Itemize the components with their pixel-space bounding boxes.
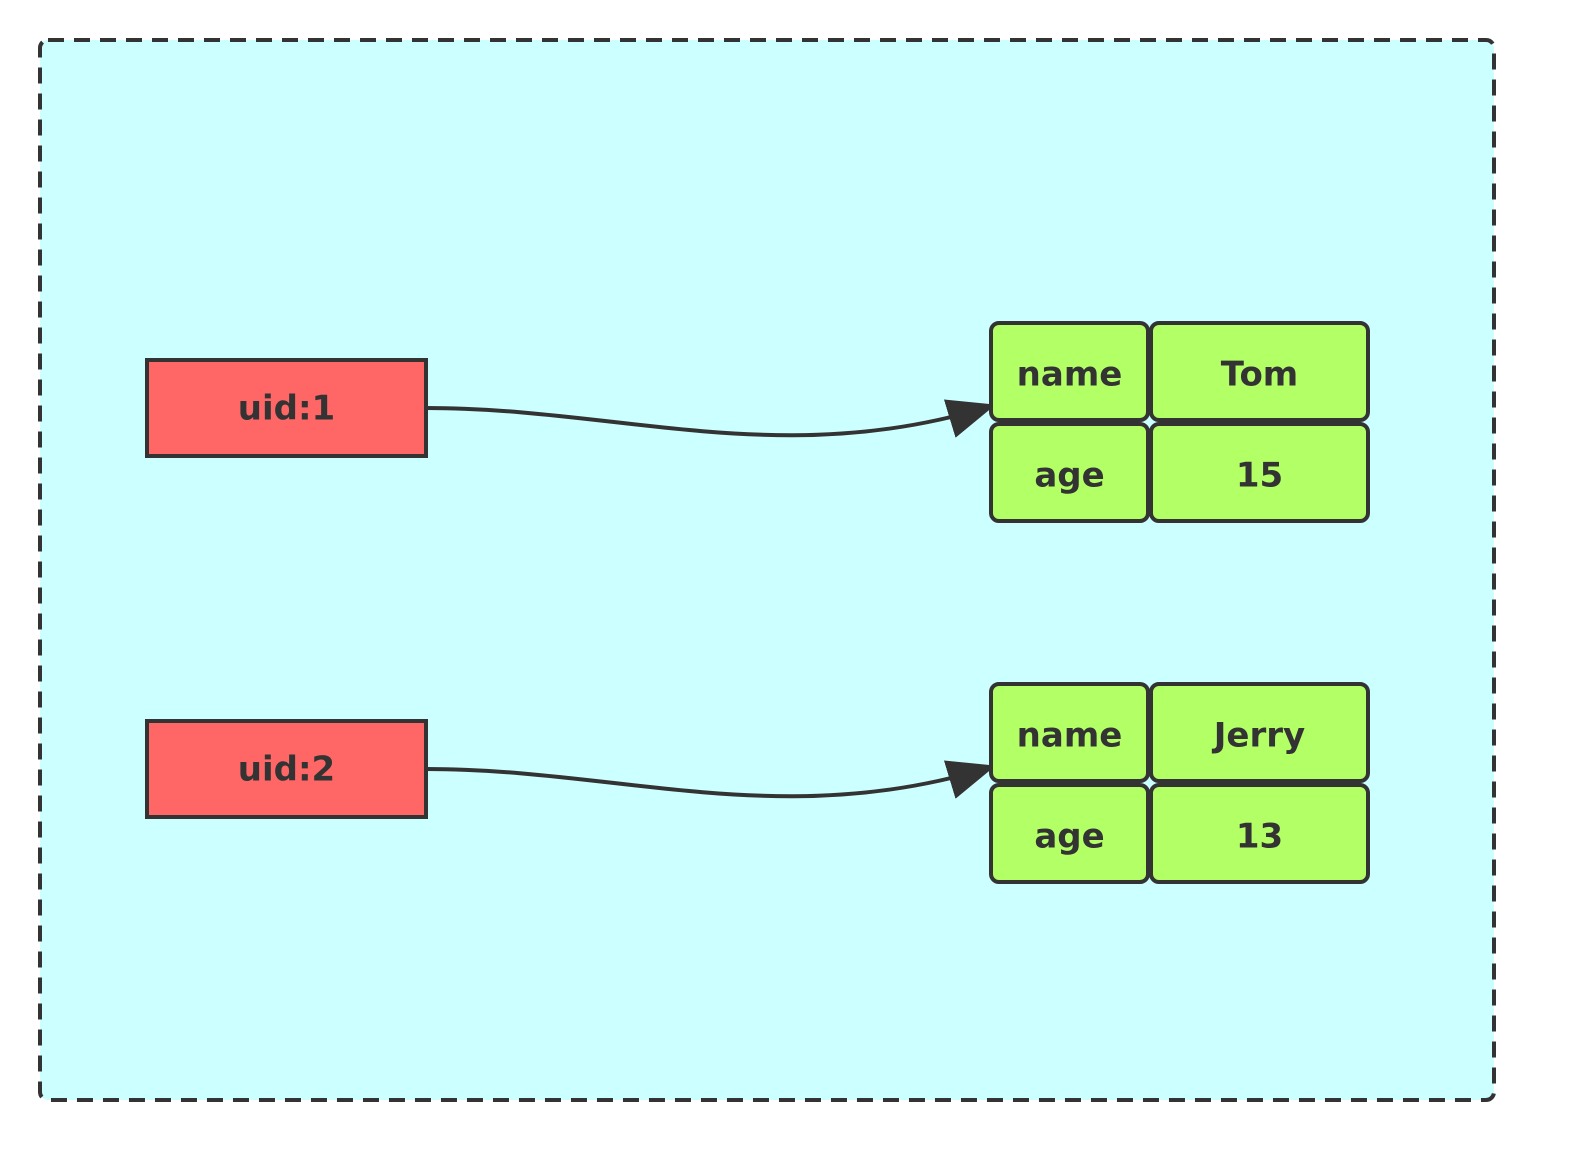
value-label: 13 [1236,817,1283,857]
entry-1: uid:1 name Tom age 15 [145,321,1370,523]
value-label: Jerry [1212,716,1305,756]
field-table: name Tom age 15 [989,321,1370,523]
field-cell [989,783,1150,884]
field-table: name Jerry age 13 [989,682,1370,884]
field-label: age [1034,817,1104,857]
value-label: 15 [1236,456,1283,496]
field-cell [989,682,1150,783]
value-cell [1149,422,1370,523]
field-cell [989,321,1150,422]
arrow-connector [425,760,996,799]
value-label: Tom [1221,355,1298,395]
key-label: uid:1 [238,389,335,429]
container-box [38,38,1496,1102]
value-cell [1149,682,1370,783]
key-box [145,719,428,819]
field-label: age [1034,456,1104,496]
value-cell [1149,783,1370,884]
field-cell [989,422,1150,523]
key-box [145,358,428,458]
field-label: name [1017,355,1123,395]
key-label: uid:2 [238,750,335,790]
arrow-connector [425,399,996,438]
value-cell [1149,321,1370,422]
field-label: name [1017,716,1123,756]
entry-2: uid:2 name Jerry age 13 [145,682,1370,884]
